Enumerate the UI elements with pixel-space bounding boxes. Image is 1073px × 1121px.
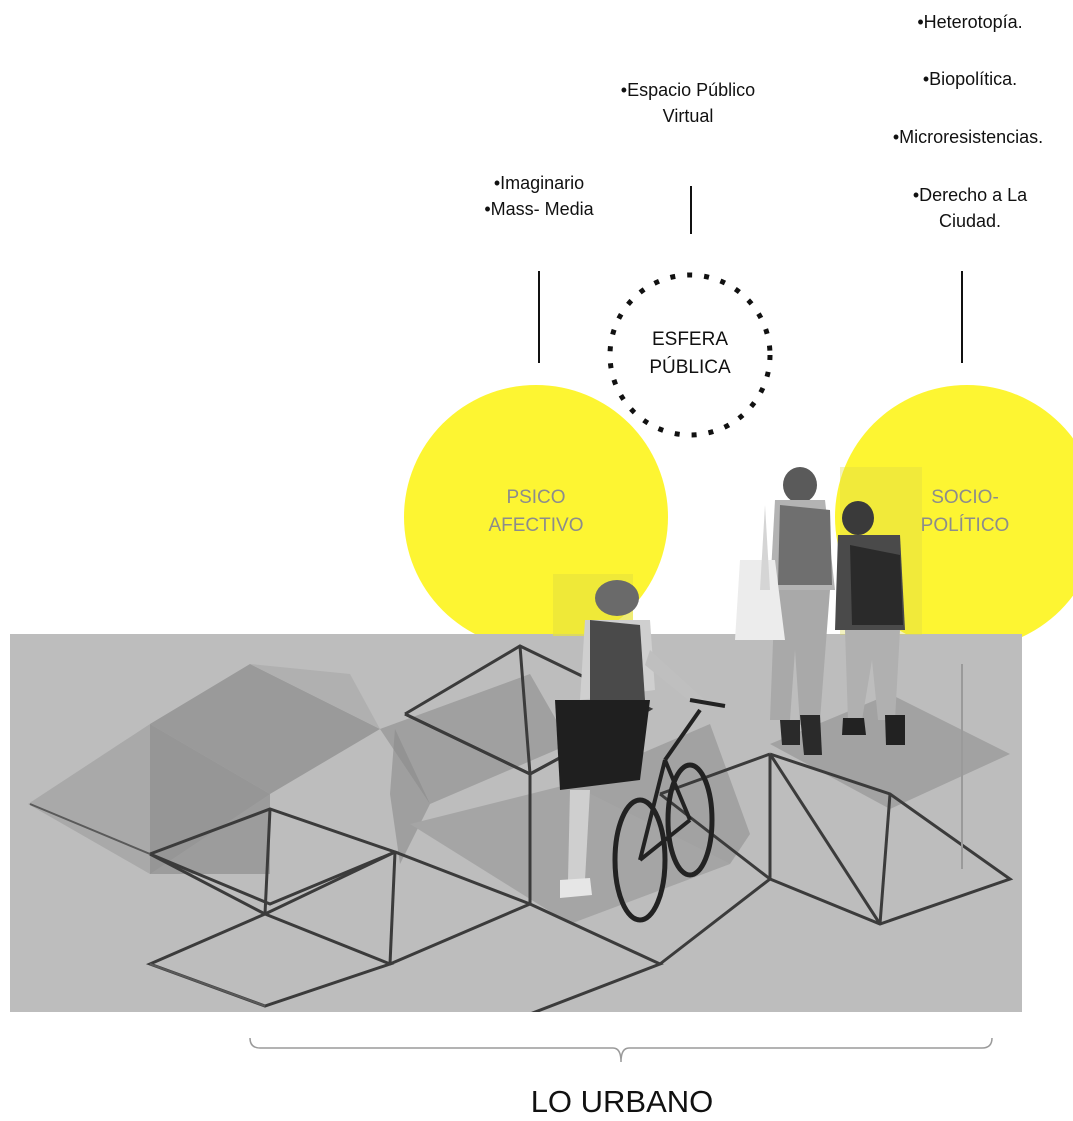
esfera-line-1: ESFERA: [651, 329, 729, 350]
socio-politico-label: SOCIO- POLÍTICO: [865, 484, 1065, 540]
connector-socio: [961, 271, 963, 363]
label-espacio-publico: •Espacio Público: [620, 80, 756, 100]
esfera-publica-label: ESFERA PÚBLICA: [600, 326, 780, 382]
connector-psico: [538, 271, 540, 363]
label-imaginario: •Imaginario: [493, 173, 585, 193]
connector-esfera: [690, 186, 692, 234]
socio-line-1: SOCIO-: [931, 487, 999, 508]
label-mass-media: •Mass- Media: [484, 199, 594, 219]
label-biopolitica: •Biopolítica.: [922, 69, 1018, 89]
label-ciudad: Ciudad.: [938, 211, 1002, 231]
label-derecho-a-la-ciudad: •Derecho a La: [912, 185, 1028, 205]
walker-right-figure: [835, 501, 905, 745]
walker-left-figure: [735, 467, 835, 755]
cyclist-figure: [555, 580, 726, 923]
lo-urbano-brace: [249, 1037, 993, 1063]
psico-line-2: AFECTIVO: [488, 515, 584, 536]
esfera-publica-dotted-circle: [607, 272, 773, 438]
psico-line-1: PSICO: [506, 487, 566, 508]
label-virtual: Virtual: [662, 106, 714, 126]
label-microresistencias: •Microresistencias.: [892, 127, 1044, 147]
esfera-line-2: PÚBLICA: [649, 357, 731, 378]
psico-afectivo-label: PSICO AFECTIVO: [436, 484, 636, 540]
label-heterotopia: •Heterotopía.: [917, 12, 1023, 32]
lo-urbano-label: LO URBANO: [530, 1084, 714, 1119]
socio-line-2: POLÍTICO: [920, 515, 1010, 536]
